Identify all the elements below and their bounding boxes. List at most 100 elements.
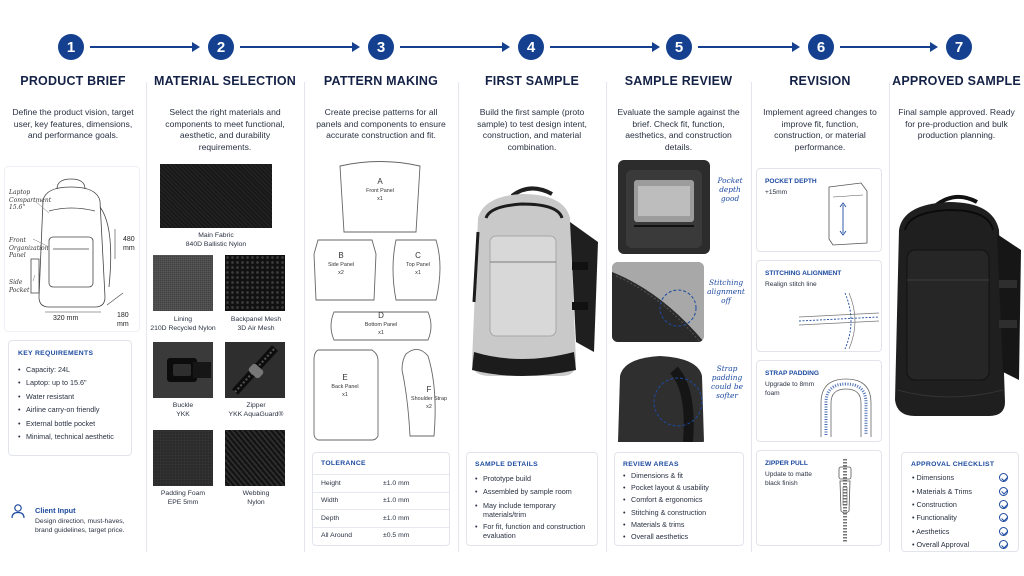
piece-letter: A [377,177,383,186]
tolerance-label: Width [321,497,339,505]
revision-text: +15mm [765,189,788,196]
step-approved-sample: APPROVED SAMPLE Final sample approved. R… [889,0,1024,576]
dim-width: 320 mm [53,315,79,322]
list-item: Prototype build [475,472,593,486]
flow-arrow [840,42,938,52]
checklist-item: • Materials & Trims [902,484,1018,497]
material-spec: YKK [176,410,190,418]
material-name: Buckle [172,402,194,409]
table-row: Height±1.0 mm [313,474,449,492]
dim-depth: 180 mm [117,312,129,328]
check-circle-icon [999,540,1008,550]
piece-letter: D [378,311,384,320]
tolerance-label: Height [321,479,341,487]
revision-text: Realign stitch line [765,281,817,288]
material-name: Lining [173,316,193,323]
pattern-piece-f [401,349,436,437]
piece-name: Top Panel [406,262,430,268]
tolerance-value: ±1.0 mm [383,497,410,505]
revision-title: STRAP PADDING [765,370,819,377]
check-circle-icon [999,513,1008,523]
piece-letter: E [342,373,348,382]
list-item: Stitching & construction [623,507,709,519]
checklist-item: • Aesthetics [902,525,1018,538]
material-spec: 3D Air Mesh [237,324,275,332]
step-description: Evaluate the sample against the brief. C… [617,107,740,152]
step-description: Create precise patterns for all panels a… [316,107,446,141]
piece-letter: B [338,251,344,260]
piece-letter: F [426,385,432,394]
flow-arrow [550,42,660,52]
piece-name: Front Panel [366,188,394,194]
checklist-item: • Construction [902,498,1018,511]
checklist-label: • Dimensions [912,473,955,483]
sketch-card: Laptop Compartment 15.6" Front Organizat… [4,166,140,332]
step-revision: REVISION Implement agreed changes to imp… [751,0,889,576]
review-photo-strap [612,350,708,442]
material-spec: 210D Recycled Nylon [150,324,216,332]
revision-text: Upgrade to 8mm foam [765,381,815,397]
tolerance-card: TOLERANCE Height±1.0 mm Width±1.0 mm Dep… [312,452,450,546]
list-item: Capacity: 24L [18,363,114,377]
pattern-piece-e [313,349,379,441]
callout-front-panel: Front Organization Panel [9,237,49,260]
tolerance-title: TOLERANCE [321,460,366,467]
material-name: Backpanel Mesh [230,316,282,323]
list-item: Airline carry-on friendly [18,403,114,417]
swatch-buckle [153,342,213,398]
checklist-label: • Materials & Trims [912,486,973,496]
requirements-title: KEY REQUIREMENTS [18,350,94,357]
column-divider [146,82,147,552]
tolerance-value: ±0.5 mm [383,532,410,540]
material-spec: Nylon [247,498,265,506]
checklist-item: • Functionality [902,511,1018,524]
list-item: External bottle pocket [18,417,114,431]
checklist-item: • Dimensions [902,471,1018,484]
step-circle-5: 5 [666,34,692,60]
list-item: May include temporary materials/trim [475,501,593,520]
check-circle-icon [999,499,1008,509]
strap-padding-sketch [820,378,872,437]
review-note: Strap padding could be softer [711,364,743,400]
approval-checklist: • Dimensions • Materials & Trims • Const… [902,471,1018,551]
step-circle-2: 2 [208,34,234,60]
revision-text: Update to matte black finish [765,471,812,487]
step-description: Implement agreed changes to improve fit,… [763,107,877,152]
step-sample-review: SAMPLE REVIEW Evaluate the sample agains… [606,0,751,576]
list-item: Pocket layout & usability [623,482,709,494]
revision-title: STITCHING ALIGNMENT [765,270,842,277]
list-item: For fit, function and construction evalu… [475,522,593,541]
pocket-depth-sketch [828,182,868,246]
list-item: Overall aesthetics [623,531,709,543]
pattern-label-f: F Shoulder Strap x2 [402,386,456,411]
step-circle-6: 6 [808,34,834,60]
swatch-lining [153,255,213,311]
check-circle-icon [999,486,1008,496]
review-photo-pocket [618,160,710,254]
grey-backpack-image [472,186,598,376]
step-title: PATTERN MAKING [323,74,439,88]
revision-card-zipper-pull: ZIPPER PULL Update to matte black finish [756,450,882,546]
swatch-padding-foam [153,430,213,486]
review-areas-list: Dimensions & fit Pocket layout & usabili… [623,470,709,543]
step-material-selection: MATERIAL SELECTION Select the right mate… [146,0,304,576]
swatch-backpanel-mesh [225,255,285,311]
piece-qty: x2 [426,404,432,410]
list-item: Minimal, technical aesthetic [18,430,114,444]
buckle-icon [167,358,211,382]
piece-qty: x1 [415,270,421,276]
zipper-pull-sketch [838,459,852,543]
pattern-piece-c [392,239,441,301]
column-divider [458,82,459,552]
piece-name: Shoulder Strap [411,396,447,402]
revision-title: ZIPPER PULL [765,460,808,467]
column-divider [304,82,305,552]
piece-name: Side Panel [327,262,355,268]
list-item: Dimensions & fit [623,470,709,482]
step-description: Final sample approved. Ready for pre-pro… [898,107,1015,141]
checklist-label: • Overall Approval [912,540,970,550]
callout-laptop: Laptop Compartment 15.6" [9,189,52,212]
